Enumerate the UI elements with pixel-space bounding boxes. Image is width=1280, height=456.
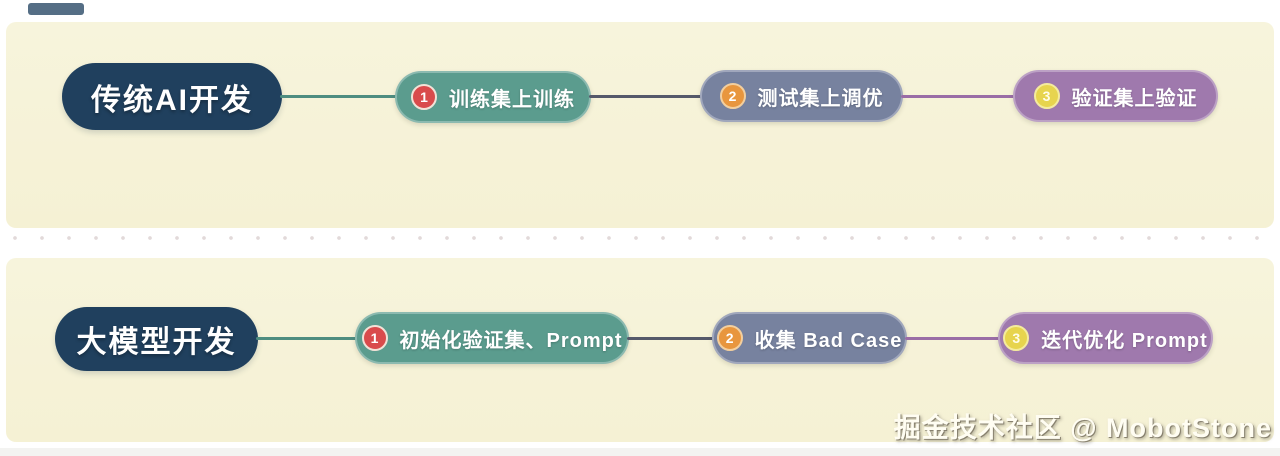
step-label: 测试集上调优 — [757, 87, 884, 110]
step-train-on-training-set: 1 训练集上训练 — [395, 71, 591, 123]
watermark-text: 掘金技术社区 @ MobotStone — [893, 413, 1272, 443]
connector-line — [627, 337, 714, 340]
step-label: 初始化验证集、Prompt — [399, 329, 623, 352]
step-tune-on-test-set: 2 测试集上调优 — [700, 70, 903, 122]
row-title-traditional-ai: 传统AI开发 — [62, 63, 282, 130]
connector-line — [901, 95, 1015, 98]
step-number-badge: 3 — [1003, 325, 1030, 351]
step-number-badge: 1 — [411, 84, 437, 110]
row-title-large-model: 大模型开发 — [55, 307, 258, 371]
connector-line — [905, 337, 1000, 340]
step-iterate-optimize-prompt: 3 迭代优化 Prompt — [998, 312, 1213, 364]
screen-artifact — [28, 3, 84, 15]
panel-divider-dots — [12, 234, 1268, 242]
step-validate-on-validation-set: 3 验证集上验证 — [1013, 70, 1218, 122]
step-number-badge: 1 — [361, 325, 388, 351]
step-label: 收集 Bad Case — [754, 329, 903, 352]
step-number-badge: 3 — [1033, 83, 1060, 109]
step-number-badge: 2 — [716, 325, 743, 351]
step-label: 训练集上训练 — [449, 88, 575, 111]
bottom-edge-strip — [0, 448, 1280, 456]
connector-line — [256, 337, 357, 340]
connector-line — [589, 95, 702, 98]
connector-line — [280, 95, 397, 98]
step-number-badge: 2 — [719, 83, 746, 109]
step-label: 迭代优化 Prompt — [1041, 329, 1208, 352]
step-collect-bad-case: 2 收集 Bad Case — [712, 312, 907, 364]
step-init-validation-set-prompt: 1 初始化验证集、Prompt — [355, 312, 629, 364]
step-label: 验证集上验证 — [1071, 87, 1198, 110]
